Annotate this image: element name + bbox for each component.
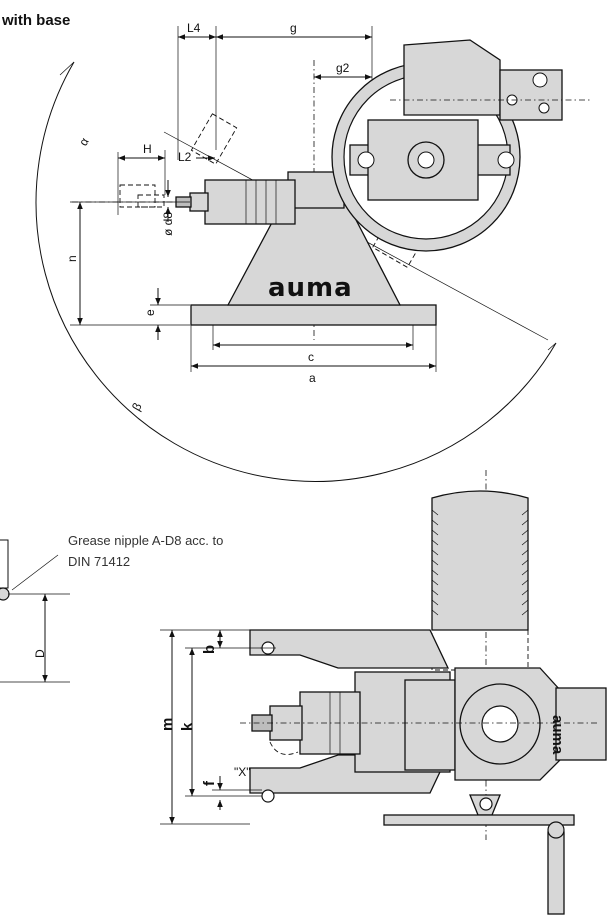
- detail-x-label: "X": [234, 765, 251, 779]
- dim-h: H: [143, 142, 152, 156]
- base-plate: [190, 304, 437, 326]
- brand-logo: auma: [268, 273, 353, 303]
- handwheel-bottom: [383, 814, 575, 826]
- dim-m: m: [159, 718, 176, 731]
- dim-l2: L2: [178, 150, 192, 164]
- dim-n: n: [65, 255, 79, 262]
- dim-f: f: [201, 780, 218, 786]
- detail-x-view: D Grease nipple A-D8 acc. to DIN 71412: [0, 533, 223, 683]
- motor-cylinder: [431, 490, 529, 631]
- dim-g: g: [290, 21, 297, 35]
- dim-a: a: [309, 371, 316, 385]
- dim-b: b: [201, 645, 218, 654]
- dim-d: D: [33, 649, 47, 658]
- dim-g2: g2: [336, 61, 350, 75]
- upper-foot: [249, 629, 450, 669]
- output-bore: [481, 705, 519, 743]
- grease-note-line1: Grease nipple A-D8 acc. to: [68, 533, 223, 548]
- dim-l4: L4: [187, 21, 201, 35]
- actuator-body: [204, 179, 296, 225]
- grease-note-line2: DIN 71412: [68, 554, 130, 569]
- grease-nipple: [0, 587, 10, 601]
- dim-d8: ø d8: [161, 212, 175, 236]
- dim-c: c: [308, 350, 314, 364]
- angle-beta: β: [129, 400, 145, 413]
- drawing-title: with base: [1, 12, 70, 29]
- dim-k: k: [179, 722, 196, 731]
- side-view: L4 g g2 H L2 α β auma: [35, 21, 590, 482]
- top-view: auma "X" m k b f: [159, 470, 607, 915]
- dim-e: e: [143, 309, 157, 316]
- swing-angle-arc: [35, 61, 557, 482]
- brand-logo-side: auma: [549, 715, 566, 755]
- angle-alpha: α: [76, 135, 92, 148]
